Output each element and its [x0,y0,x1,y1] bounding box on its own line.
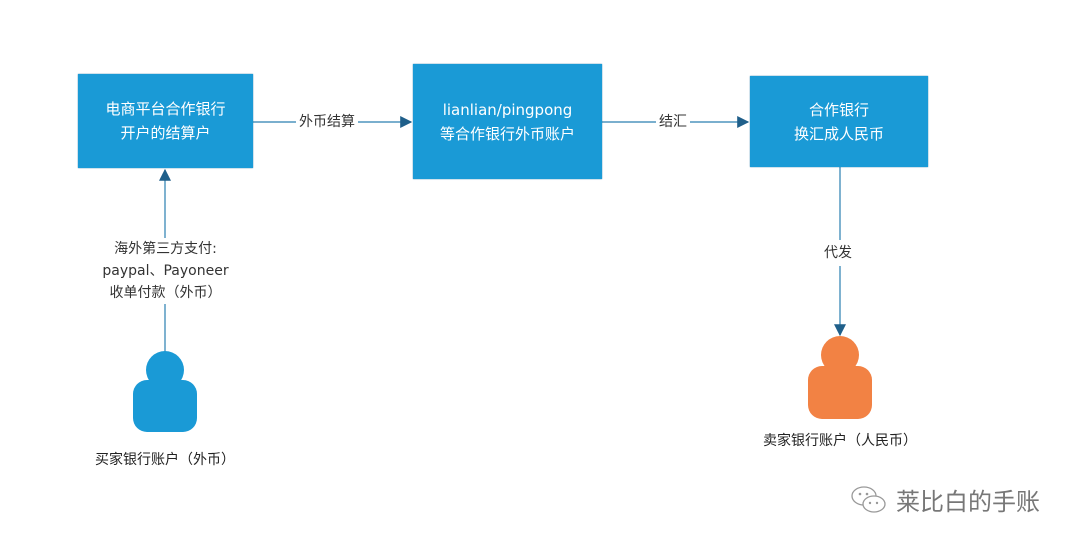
edge-label-line: 收单付款（外币） [109,285,222,301]
wechat-icon [851,485,886,513]
edge-label-exchange: 结汇 [656,111,690,133]
node-label: 电商平台合作银行 [105,100,226,118]
node-label: 等合作银行外币账户 [439,124,575,143]
node-merchant-settlement: 电商平台合作银行开户的结算户 [78,74,253,168]
edge-label-foreign-settlement: 外币结算 [296,111,358,133]
buyer-person-icon [133,351,197,432]
node-label: 开户的结算户 [120,124,211,142]
node-label: 换汇成人民币 [793,124,884,143]
seller-label: 卖家银行账户（人民币） [763,433,917,449]
edge-label-payout: 代发 [822,240,854,266]
buyer-label: 买家银行账户（外币） [95,452,235,468]
node-foreign-account: lianlian/pingpong 等合作银行外币账户 [413,64,602,179]
watermark: 莱比白的手账 [850,482,1040,517]
watermark-text: 莱比白的手账 [896,488,1040,516]
node-label: lianlian/pingpong [442,100,573,119]
node-partner-bank: 合作银行换汇成人民币 [750,76,928,167]
edge-label-third-party: 海外第三方支付: paypal、Payoneer 收单付款（外币） [88,238,243,304]
seller-person-icon [808,336,872,419]
edge-label-line: 海外第三方支付: [114,241,217,257]
edge-label-line: paypal、Payoneer [102,263,229,279]
node-label: 合作银行 [808,100,869,119]
